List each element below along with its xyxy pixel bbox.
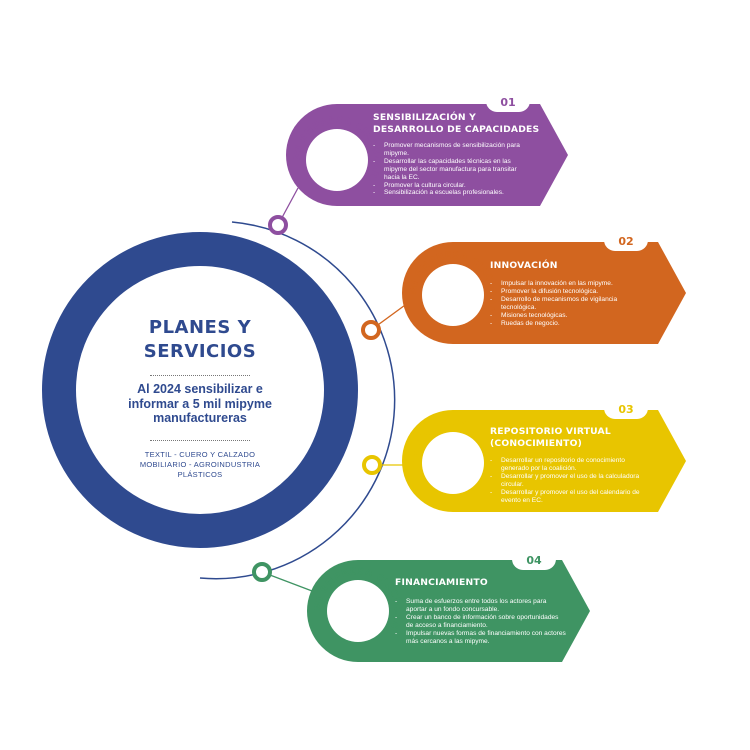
- card-1-title: SENSIBILIZACIÓN Y DESARROLLO DE CAPACIDA…: [373, 112, 553, 136]
- card-4-number: 04: [526, 554, 542, 567]
- card-4-title-line-1: FINANCIAMIENTO: [395, 577, 488, 588]
- connector-node-2: [361, 320, 381, 340]
- card-2-item-3: Desarrollo de mecanismos de vigilancia t…: [490, 296, 642, 312]
- card-4-list: Suma de esfuerzos entre todos los actore…: [395, 598, 567, 645]
- number-tab-3: [604, 397, 648, 419]
- card-4-title: FINANCIAMIENTO: [395, 577, 565, 589]
- card-2-item-5: Ruedas de negocio.: [490, 320, 642, 328]
- center-sectors-line-2: MOBILIARIO - AGROINDUSTRIA: [139, 460, 261, 469]
- center-sectors-line-1: TEXTIL - CUERO Y CALZADO: [144, 450, 256, 459]
- number-tab-2: [604, 229, 648, 251]
- card-2-title: INNOVACIÓN: [490, 260, 660, 272]
- center-divider-bottom: [150, 440, 250, 441]
- center-title-line-2: SERVICIOS: [143, 341, 257, 362]
- card-2-item-4: Misiones tecnológicas.: [490, 312, 642, 320]
- connector-node-1: [268, 215, 288, 235]
- badge-1: [306, 129, 368, 191]
- card-3-title-line-2: (CONOCIMIENTO): [490, 438, 583, 449]
- card-3-title: REPOSITORIO VIRTUAL (CONOCIMIENTO): [490, 426, 660, 450]
- center-title-line-1: PLANES Y: [148, 317, 252, 338]
- center-divider-top: [150, 375, 250, 376]
- card-2-title-line-1: INNOVACIÓN: [490, 260, 558, 271]
- card-3-number: 03: [618, 403, 633, 416]
- card-1-title-line-2: DESARROLLO DE CAPACIDADES: [373, 124, 540, 135]
- card-1-item-4: Sensibilización a escuelas profesionales…: [373, 189, 525, 197]
- center-goal-line-3: manufactureras: [153, 411, 247, 425]
- card-2-number: 02: [618, 235, 633, 248]
- number-tab-1: [486, 90, 530, 112]
- card-2-item-1: Impulsar la innovación en las mipyme.: [490, 280, 642, 288]
- card-1-item-2: Desarrollar las capacidades técnicas en …: [373, 158, 525, 182]
- card-3-item-3: Desarrollar y promover el uso del calend…: [490, 489, 642, 505]
- card-2-list: Impulsar la innovación en las mipyme. Pr…: [490, 280, 642, 327]
- center-title: PLANES Y SERVICIOS: [100, 316, 300, 364]
- card-1-list: Promover mecanismos de sensibilización p…: [373, 142, 525, 197]
- center-sectors: TEXTIL - CUERO Y CALZADO MOBILIARIO - AG…: [100, 450, 300, 480]
- card-1-item-1: Promover mecanismos de sensibilización p…: [373, 142, 525, 158]
- card-3-title-line-1: REPOSITORIO VIRTUAL: [490, 426, 611, 437]
- center-ring: [42, 232, 358, 548]
- card-3-item-1: Desarrollar un repositorio de conocimien…: [490, 457, 642, 473]
- card-4-item-3: Impulsar nuevas formas de financiamiento…: [395, 630, 567, 646]
- card-1-number: 01: [500, 96, 515, 109]
- card-3-list: Desarrollar un repositorio de conocimien…: [490, 457, 642, 504]
- card-3-item-2: Desarrollar y promover el uso de la calc…: [490, 473, 642, 489]
- center-goal: Al 2024 sensibilizar e informar a 5 mil …: [100, 382, 300, 426]
- connector-node-4: [252, 562, 272, 582]
- badge-3: [422, 432, 484, 494]
- card-4-item-1: Suma de esfuerzos entre todos los actore…: [395, 598, 567, 614]
- card-1-title-line-1: SENSIBILIZACIÓN Y: [373, 112, 476, 123]
- center-goal-line-2: informar a 5 mil mipyme: [128, 396, 272, 411]
- card-2-item-2: Promover la difusión tecnológica.: [490, 288, 642, 296]
- badge-2: [422, 264, 484, 326]
- center-goal-line-1: Al 2024 sensibilizar e: [137, 382, 263, 396]
- card-1-item-3: Promover la cultura circular.: [373, 182, 525, 190]
- number-tab-4: [512, 548, 556, 570]
- connector-line-4: [261, 571, 321, 595]
- card-4-item-2: Crear un banco de información sobre opor…: [395, 614, 567, 630]
- center-sectors-line-3: PLÁSTICOS: [177, 470, 223, 479]
- badge-4: [327, 580, 389, 642]
- connector-arc: [199, 221, 396, 580]
- connector-node-3: [362, 455, 382, 475]
